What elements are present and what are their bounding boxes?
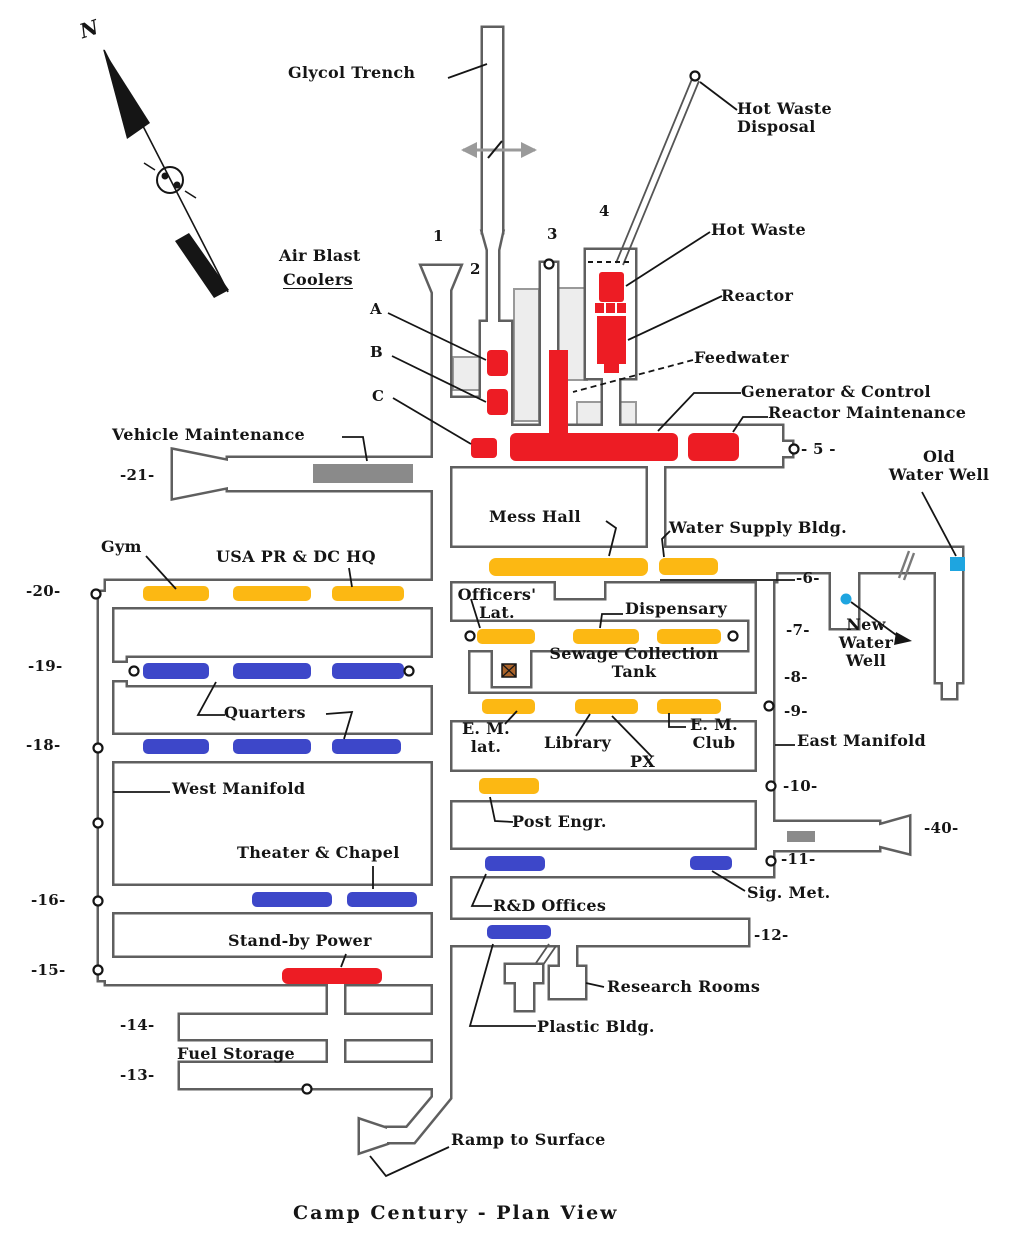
- reactor-building: [597, 316, 626, 364]
- leader-lines: [113, 63, 957, 1178]
- trench40-building: [787, 831, 815, 842]
- quarters-building: [332, 663, 404, 679]
- hatch-markers: [90, 70, 800, 1095]
- glycol-arrowhead-right-icon: [521, 142, 537, 158]
- quarters-building: [233, 663, 311, 679]
- em-club-building: [657, 699, 721, 714]
- reactor-maintenance-building: [688, 433, 739, 461]
- hub-spur: [184, 190, 197, 199]
- mess-hall-building: [489, 558, 648, 576]
- north-arrow-feather-icon: [175, 233, 229, 298]
- well-trench-crossing-mark: [897, 550, 916, 581]
- north-arrow: [103, 49, 229, 298]
- slab: [452, 356, 481, 391]
- trench-network-fill: [99, 28, 962, 1152]
- gym-building: [143, 586, 209, 601]
- plastic-bldg-connector: [535, 943, 557, 966]
- buildings: [143, 272, 965, 984]
- plastic-building: [487, 925, 551, 939]
- hq-building: [332, 586, 404, 601]
- hot-waste-disposal-trench: [615, 78, 700, 266]
- hot-waste-building: [599, 272, 624, 302]
- reactor-dot: [595, 303, 604, 313]
- dispensary-building: [657, 629, 721, 644]
- quarters-building: [143, 739, 209, 754]
- glycol-arrowhead-left-icon: [461, 142, 477, 158]
- slab: [513, 288, 540, 422]
- chapel-building: [347, 892, 417, 907]
- north-arrowhead-icon: [103, 49, 150, 139]
- officers-latrine-building: [477, 629, 535, 644]
- quarters-building: [233, 739, 311, 754]
- hq-building: [233, 586, 311, 601]
- theater-building: [252, 892, 332, 907]
- library-px-building: [575, 699, 638, 714]
- decor: [461, 78, 916, 966]
- sig-met-building: [690, 856, 732, 870]
- air-blast-cooler-b: [487, 389, 508, 415]
- feedwater-building: [549, 350, 568, 440]
- air-blast-cooler-a: [487, 350, 508, 376]
- reactor-building-stem: [604, 364, 619, 373]
- dispensary-building: [573, 629, 639, 644]
- reactor-dot: [606, 303, 615, 313]
- hub-dot: [161, 172, 169, 180]
- stand-by-power-building: [282, 968, 382, 984]
- water-supply-building: [659, 558, 718, 575]
- rd-offices-building: [485, 856, 545, 871]
- glycol-crossing-tick: [487, 140, 503, 159]
- hub-dot: [173, 181, 181, 189]
- sewage-tank-x-icon: [501, 663, 517, 678]
- north-arrow-hub-icon: [156, 166, 184, 194]
- hub-spur: [143, 162, 156, 171]
- old-water-well-marker: [950, 557, 965, 571]
- post-engineer-building: [479, 778, 539, 794]
- quarters-building: [332, 739, 401, 754]
- new-well-arrowhead-icon: [894, 632, 912, 645]
- quarters-building: [143, 663, 209, 679]
- vehicle-maintenance-building: [313, 464, 413, 483]
- em-latrine-building: [482, 699, 535, 714]
- air-blast-cooler-c: [471, 438, 497, 458]
- reactor-dot: [617, 303, 626, 313]
- new-water-well-marker: [840, 593, 852, 605]
- generator-control-building: [510, 433, 678, 461]
